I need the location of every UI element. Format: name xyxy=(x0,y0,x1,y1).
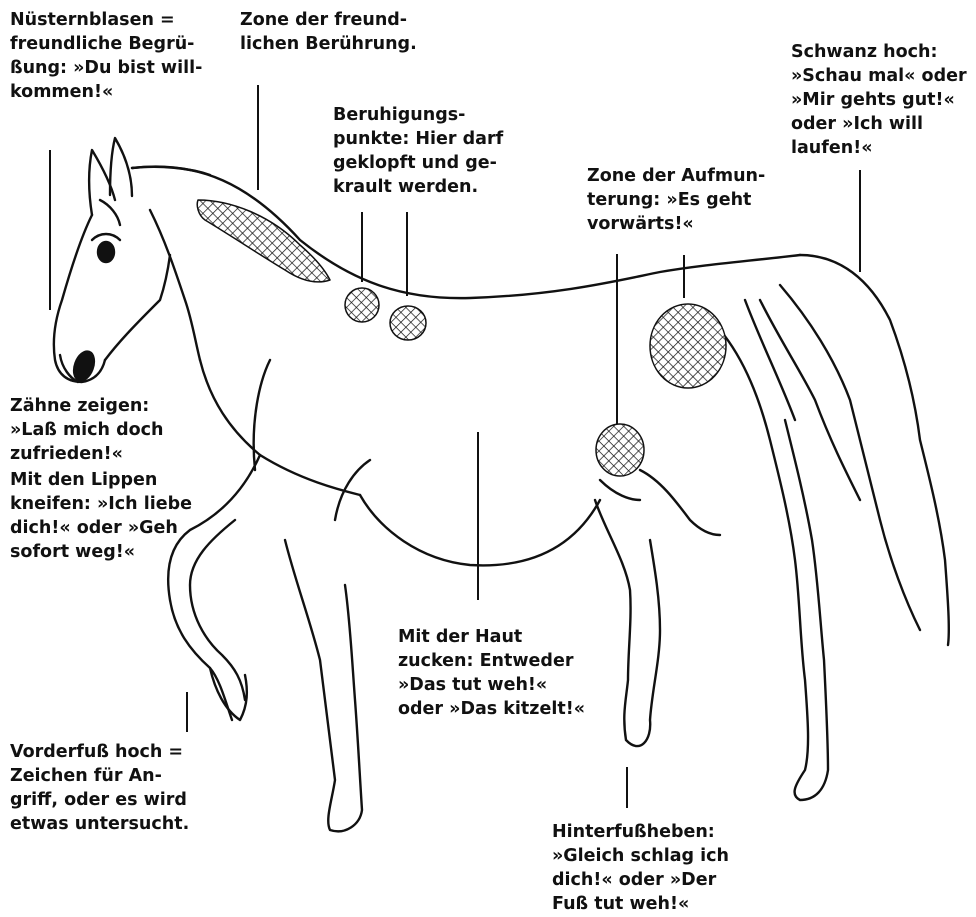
annotation-line: zucken: Entweder xyxy=(398,649,585,673)
horse-tail xyxy=(800,255,949,645)
horse-chest xyxy=(200,360,360,495)
annotation-tail: Schwanz hoch: »Schau mal« oder »Mir geht… xyxy=(791,40,967,160)
annotation-line: etwas untersucht. xyxy=(10,812,189,836)
horse-hind-leg-front xyxy=(595,500,660,746)
calming-point-2 xyxy=(390,306,426,340)
annotation-lips: Mit den Lippen kneifen: »Ich liebe dich!… xyxy=(10,468,192,564)
annotation-line: »Schau mal« oder xyxy=(791,64,967,88)
calming-point-1 xyxy=(345,288,379,322)
annotation-line: Zone der freund- xyxy=(240,8,417,32)
annotation-line: Mit den Lippen xyxy=(10,468,192,492)
annotation-line: ßung: »Du bist will- xyxy=(10,56,202,80)
annotation-line: terung: »Es geht xyxy=(587,188,765,212)
annotation-line: punkte: Hier darf xyxy=(333,127,503,151)
horse-belly xyxy=(360,495,600,565)
horse-eye xyxy=(98,242,114,262)
annotation-line: dich!« oder »Der xyxy=(552,868,729,892)
horse-ear-right xyxy=(110,138,132,196)
annotation-line: kommen!« xyxy=(10,80,202,104)
annotation-hind-foot: Hinterfußheben: »Gleich schlag ich dich!… xyxy=(552,820,729,916)
annotation-skin: Mit der Haut zucken: Entweder »Das tut w… xyxy=(398,625,585,721)
annotation-line: zufrieden!« xyxy=(10,442,163,466)
annotation-line: Vorderfuß hoch = xyxy=(10,740,189,764)
annotation-line: krault werden. xyxy=(333,175,503,199)
horse-hind-leg-back xyxy=(720,330,828,800)
annotation-line: »Das tut weh!« xyxy=(398,673,585,697)
annotation-line: laufen!« xyxy=(791,136,967,160)
encouragement-zone-spot xyxy=(650,304,726,388)
annotation-line: freundliche Begrü- xyxy=(10,32,202,56)
annotation-line: Schwanz hoch: xyxy=(791,40,967,64)
annotation-line: vorwärts!« xyxy=(587,212,765,236)
annotation-line: Zähne zeigen: xyxy=(10,394,163,418)
annotation-line: Fuß tut weh!« xyxy=(552,892,729,916)
annotation-line: sofort weg!« xyxy=(10,540,192,564)
annotation-line: lichen Berührung. xyxy=(240,32,417,56)
annotation-line: Mit der Haut xyxy=(398,625,585,649)
annotation-nostrils: Nüsternblasen = freundliche Begrü- ßung:… xyxy=(10,8,202,104)
annotation-line: »Mir gehts gut!« xyxy=(791,88,967,112)
annotation-neck-zone: Zone der freund- lichen Berührung. xyxy=(240,8,417,56)
annotation-line: kneifen: »Ich liebe xyxy=(10,492,192,516)
annotation-line: griff, oder es wird xyxy=(10,788,189,812)
annotation-teeth: Zähne zeigen: »Laß mich doch zufrieden!« xyxy=(10,394,163,466)
annotation-line: oder »Ich will xyxy=(791,112,967,136)
annotation-calming-points: Beruhigungs- punkte: Hier darf geklopft … xyxy=(333,103,503,199)
annotation-encouragement-zone: Zone der Aufmun- terung: »Es geht vorwär… xyxy=(587,164,765,236)
annotation-line: »Gleich schlag ich xyxy=(552,844,729,868)
annotation-line: »Laß mich doch xyxy=(10,418,163,442)
annotation-line: dich!« oder »Geh xyxy=(10,516,192,540)
horse-front-leg-standing xyxy=(285,540,362,831)
annotation-front-foot: Vorderfuß hoch = Zeichen für An- griff, … xyxy=(10,740,189,836)
skin-twitch-spot xyxy=(596,424,644,476)
annotation-line: Zone der Aufmun- xyxy=(587,164,765,188)
annotation-line: Hinterfußheben: xyxy=(552,820,729,844)
annotation-line: Zeichen für An- xyxy=(10,764,189,788)
annotation-line: Beruhigungs- xyxy=(333,103,503,127)
annotation-line: Nüsternblasen = xyxy=(10,8,202,32)
annotation-line: oder »Das kitzelt!« xyxy=(398,697,585,721)
annotation-line: geklopft und ge- xyxy=(333,151,503,175)
horse-mane xyxy=(197,200,330,282)
